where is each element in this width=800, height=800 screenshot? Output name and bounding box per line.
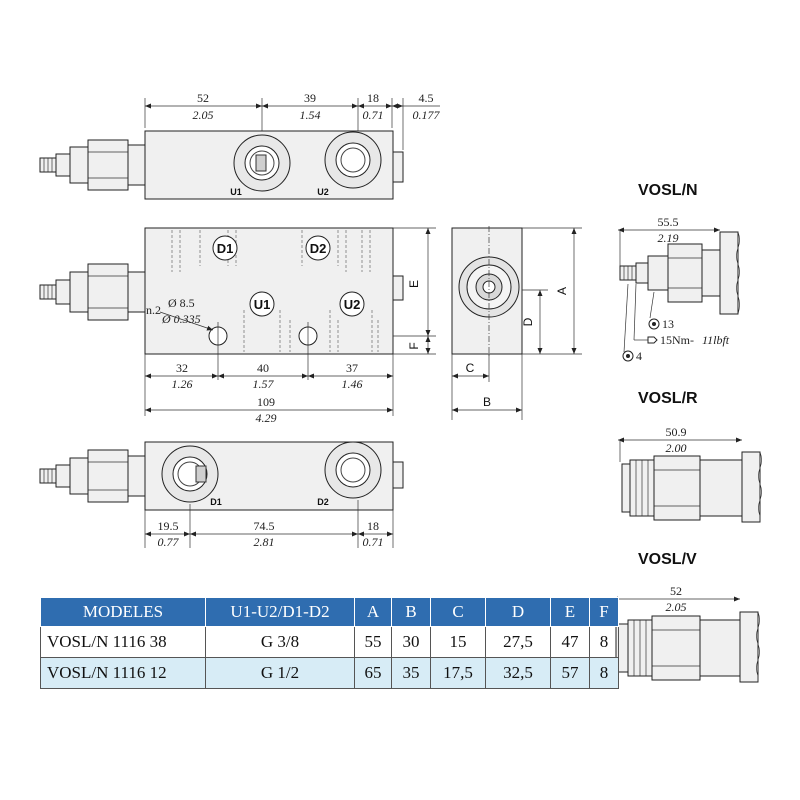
cell-e: 47 — [550, 626, 590, 658]
dim-19-5-in: 0.77 — [158, 535, 180, 549]
wrench-icon — [647, 336, 658, 344]
cell-d: 32,5 — [485, 657, 551, 689]
dim-18-bottom-in: 0.71 — [363, 535, 384, 549]
dim-40: 40 — [257, 361, 269, 375]
variant-v-mm: 52 — [670, 584, 682, 598]
cell-c: 15 — [430, 626, 486, 658]
model-spec-table: MODELES U1-U2/D1-D2 A B C D E F VOSL/N 1… — [40, 597, 619, 689]
variant-vosl-n: VOSL/N 55.5 2.19 13 15Nm- 11lbft 4 — [618, 182, 740, 363]
cell-f: 8 — [589, 657, 619, 689]
cell-b: 30 — [391, 626, 431, 658]
dim-74-5: 74.5 — [254, 519, 275, 533]
variant-title-v: VOSL/V — [638, 551, 697, 568]
dim-letter-e: E — [407, 280, 421, 288]
label-u1-top: U1 — [230, 187, 242, 197]
torque-imperial: 11lbft — [702, 333, 730, 347]
header-d: D — [485, 597, 551, 627]
table-row: VOSL/N 1116 12 G 1/2 65 35 17,5 32,5 57 … — [40, 657, 619, 689]
hole-count: n.2 — [146, 303, 161, 317]
variant-r-mm: 50.9 — [666, 425, 687, 439]
top-view: 52 2.05 39 1.54 18 0.71 4.5 0.177 U1 U2 — [39, 91, 441, 200]
label-u2-top: U2 — [317, 187, 329, 197]
dim-39: 39 — [304, 91, 316, 105]
cell-f: 8 — [589, 626, 619, 658]
variant-vosl-v: VOSL/V 52 2.05 — [612, 551, 760, 683]
dim-32: 32 — [176, 361, 188, 375]
dim-37-in: 1.46 — [342, 377, 363, 391]
variant-vosl-r: VOSL/R 50.9 2.00 — [618, 390, 762, 523]
dim-37: 37 — [346, 361, 358, 375]
dim-109-in: 4.29 — [256, 411, 277, 425]
variant-n-in: 2.19 — [658, 231, 679, 245]
table-row: VOSL/N 1116 38 G 3/8 55 30 15 27,5 47 8 — [40, 626, 619, 658]
variant-r-in: 2.00 — [666, 441, 687, 455]
label-u1-front: U1 — [254, 297, 271, 312]
dim-18: 18 — [367, 91, 379, 105]
header-ports: U1-U2/D1-D2 — [205, 597, 355, 627]
variant-title-r: VOSL/R — [638, 390, 698, 407]
dim-74-5-in: 2.81 — [254, 535, 275, 549]
cell-model: VOSL/N 1116 38 — [40, 626, 206, 658]
dim-4-5: 4.5 — [419, 91, 434, 105]
cell-a: 65 — [354, 657, 392, 689]
hex-size: 4 — [636, 349, 642, 363]
header-b: B — [391, 597, 431, 627]
label-d1-bottom: D1 — [210, 497, 222, 507]
label-d2-bottom: D2 — [317, 497, 329, 507]
cell-ports: G 3/8 — [205, 626, 355, 658]
header-f: F — [589, 597, 619, 627]
cell-c: 17,5 — [430, 657, 486, 689]
variant-title-n: VOSL/N — [638, 182, 698, 199]
variant-v-in: 2.05 — [666, 600, 687, 614]
dim-52: 52 — [197, 91, 209, 105]
cell-d: 27,5 — [485, 626, 551, 658]
bottom-view: D1 D2 19.5 0.77 74.5 2.81 18 0.71 — [39, 441, 404, 549]
table-header-row: MODELES U1-U2/D1-D2 A B C D E F — [40, 597, 619, 627]
key-size: 13 — [662, 317, 674, 331]
header-modeles: MODELES — [40, 597, 206, 627]
dim-letter-d: D — [521, 317, 535, 326]
dim-18-bottom: 18 — [367, 519, 379, 533]
header-a: A — [354, 597, 392, 627]
dim-39-in: 1.54 — [300, 108, 321, 122]
label-d2-front: D2 — [310, 241, 327, 256]
label-u2-front: U2 — [344, 297, 361, 312]
side-view: A D C B — [451, 226, 582, 420]
dim-40-in: 1.57 — [253, 377, 275, 391]
valve-body-front — [144, 227, 394, 355]
torque-metric: 15Nm- — [660, 333, 694, 347]
dim-letter-f: F — [407, 342, 421, 349]
cell-b: 35 — [391, 657, 431, 689]
cell-ports: G 1/2 — [205, 657, 355, 689]
hex-key-icon — [622, 350, 634, 362]
dim-4-5-in: 0.177 — [413, 108, 441, 122]
dim-19-5: 19.5 — [158, 519, 179, 533]
variant-n-mm: 55.5 — [658, 215, 679, 229]
dim-18-in: 0.71 — [363, 108, 384, 122]
cell-a: 55 — [354, 626, 392, 658]
cell-model: VOSL/N 1116 12 — [40, 657, 206, 689]
cell-e: 57 — [550, 657, 590, 689]
dim-32-in: 1.26 — [172, 377, 193, 391]
hole-diameter-mm: Ø 8.5 — [168, 296, 195, 310]
header-c: C — [430, 597, 486, 627]
header-e: E — [550, 597, 590, 627]
dim-109: 109 — [257, 395, 275, 409]
front-view: D1 D2 U1 U2 n.2 Ø 8.5 Ø 0.335 32 1.26 40… — [39, 227, 436, 425]
dim-52-in: 2.05 — [193, 108, 214, 122]
dim-letter-c: C — [466, 361, 475, 375]
label-d1-front: D1 — [217, 241, 234, 256]
dim-letter-b: B — [483, 395, 491, 409]
dim-letter-a: A — [555, 287, 569, 295]
